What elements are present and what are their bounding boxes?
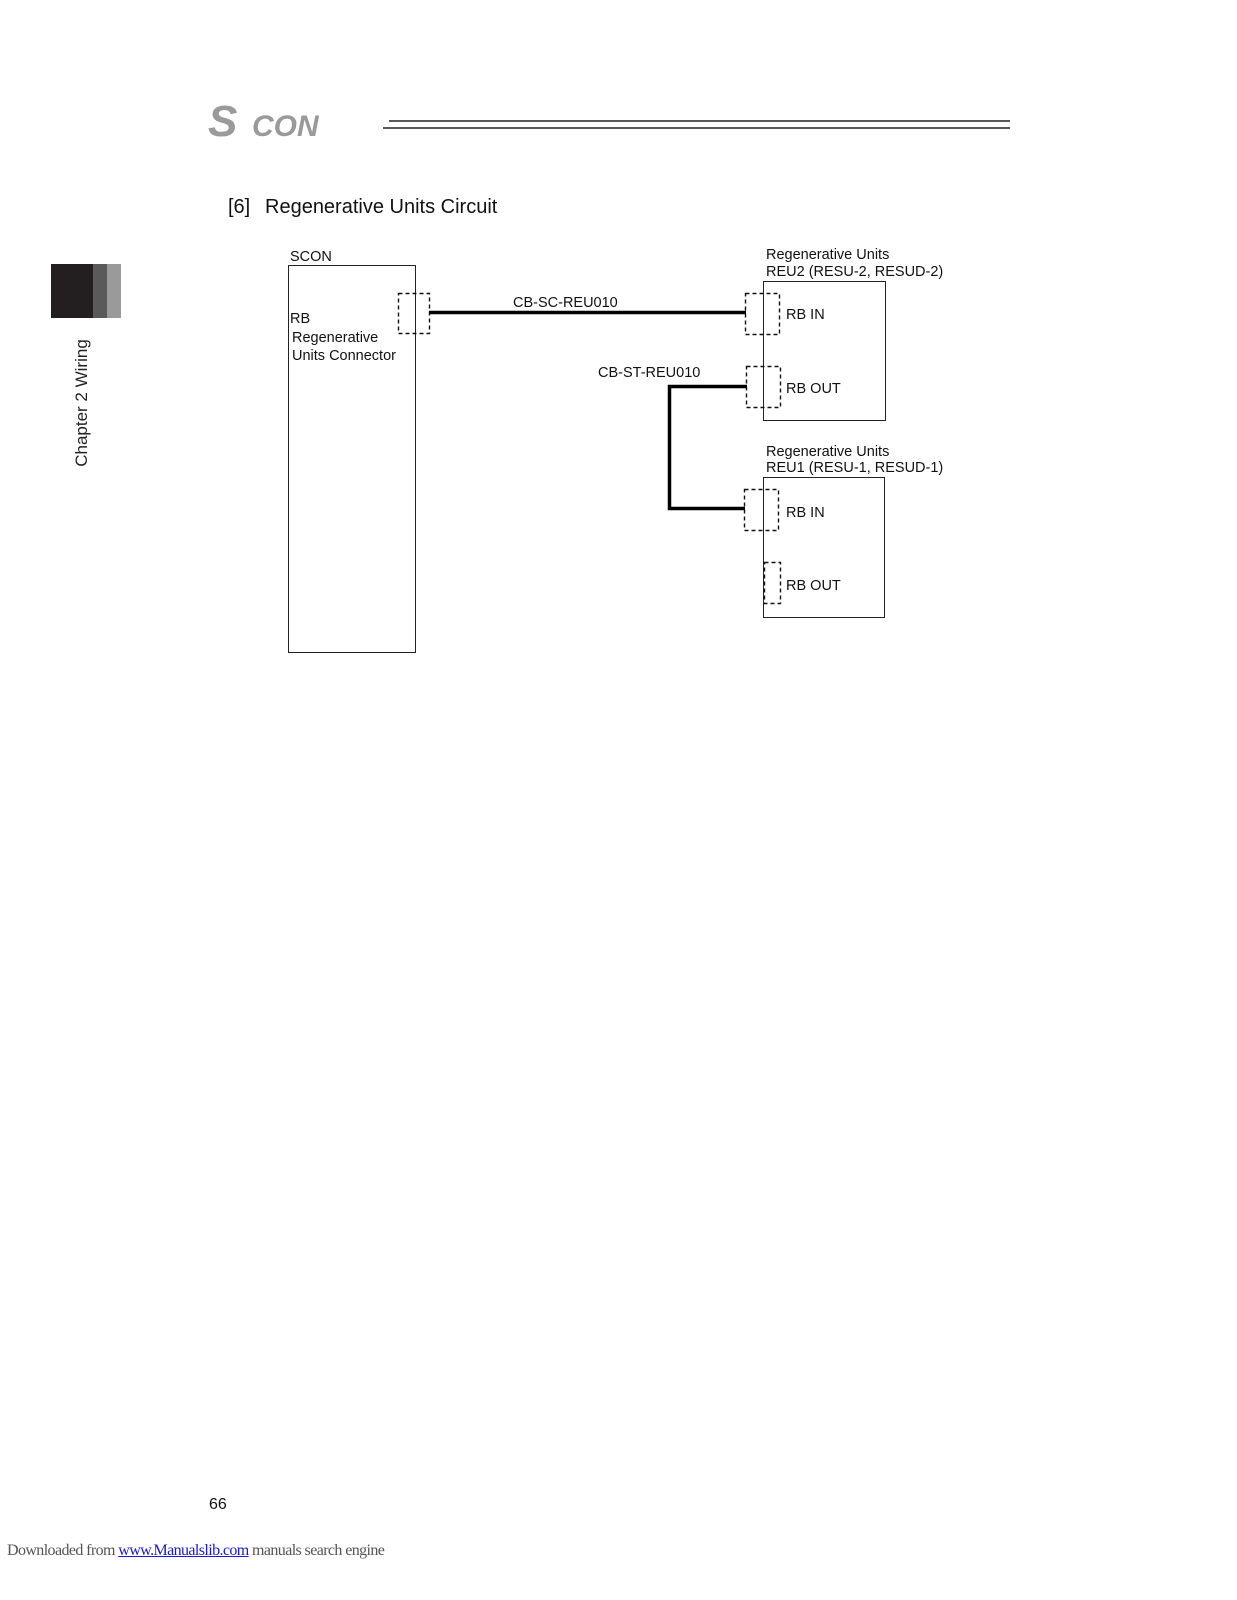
scon-label: SCON bbox=[290, 249, 332, 265]
reu2-rb-in-connector bbox=[744, 292, 781, 336]
cable-link-label: CB-ST-REU010 bbox=[598, 365, 701, 381]
header-rule bbox=[383, 120, 1010, 129]
reu2-rb-in-label: RB IN bbox=[786, 307, 825, 323]
logo-letters-con: CON bbox=[252, 110, 320, 143]
reu2-title-line2: REU2 (RESU-2, RESUD-2) bbox=[766, 264, 944, 280]
reu2-title-line1: Regenerative Units bbox=[766, 247, 890, 263]
manualslib-link[interactable]: www.Manualslib.com bbox=[118, 1542, 249, 1559]
reu1-rb-in-label: RB IN bbox=[786, 505, 825, 521]
page-number: 66 bbox=[209, 1496, 227, 1513]
scon-controller-box bbox=[288, 265, 416, 653]
footer-prefix: Downloaded from bbox=[7, 1542, 119, 1559]
scon-logo: S CON bbox=[208, 100, 320, 144]
scon-rb-connector bbox=[397, 292, 431, 335]
footer-suffix: manuals search engine bbox=[248, 1542, 385, 1559]
section-number: [6] bbox=[228, 196, 251, 218]
reu1-rb-in-connector bbox=[743, 488, 780, 532]
reu2-rb-out-label: RB OUT bbox=[786, 381, 841, 397]
rb-label: RB bbox=[290, 311, 311, 327]
reu1-unit-box bbox=[763, 477, 885, 618]
cable-link-line bbox=[667, 384, 747, 511]
connector-desc-line1: Regenerative bbox=[292, 330, 379, 346]
section-title: [6] Regenerative Units Circuit bbox=[228, 196, 497, 219]
download-footer: Downloaded from www.Manualslib.com manua… bbox=[7, 1542, 385, 1560]
reu1-rb-out-connector bbox=[763, 561, 782, 605]
section-title-text: Regenerative Units Circuit bbox=[265, 196, 498, 218]
reu1-title-line1: Regenerative Units bbox=[766, 444, 890, 460]
chapter-tab-marker bbox=[51, 264, 121, 318]
logo-letter-s: S bbox=[208, 100, 237, 144]
cable-main-label: CB-SC-REU010 bbox=[513, 295, 618, 311]
connector-desc-line2: Units Connector bbox=[292, 348, 396, 364]
reu1-title-line2: REU1 (RESU-1, RESUD-1) bbox=[766, 460, 944, 476]
reu1-rb-out-label: RB OUT bbox=[786, 578, 841, 594]
reu2-unit-box bbox=[763, 281, 886, 421]
